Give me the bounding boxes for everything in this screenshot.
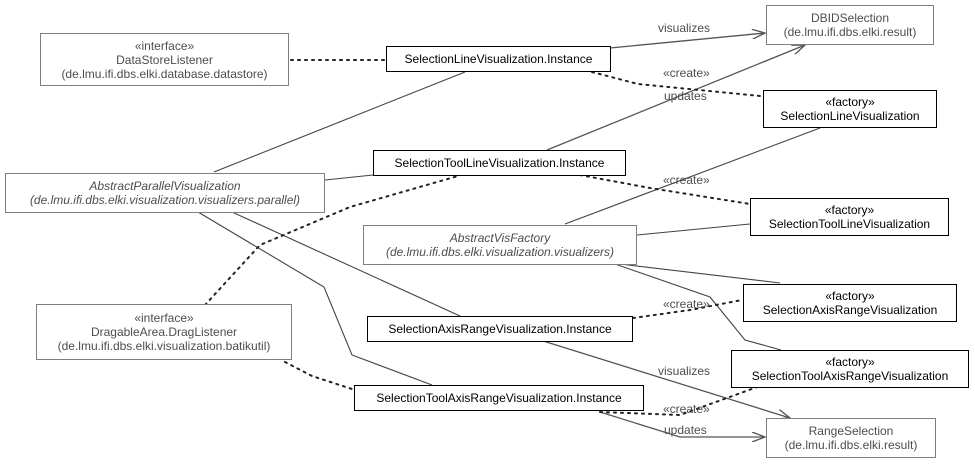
package-name: (de.lmu.ifi.dbs.elki.visualization.visua… <box>385 245 615 259</box>
class-name: SelectionToolAxisRangeVisualization <box>751 369 949 383</box>
class-name: DBIDSelection <box>810 11 890 25</box>
gen-line-stli-to-parallel <box>324 174 374 181</box>
class-name: RangeSelection <box>808 424 894 438</box>
create-toolline <box>579 174 751 205</box>
gen-line-fstar-to-absfactory <box>614 263 782 351</box>
box-abstract-parallel-visualization: AbstractParallelVisualization (de.lmu.if… <box>5 173 325 213</box>
label-updates-top: updates <box>664 89 707 103</box>
stereotype-label: «interface» <box>134 311 194 325</box>
gen-line-stari-to-parallel <box>197 211 433 386</box>
box-dragable-drag-listener: «interface» DragableArea.DragListener (d… <box>36 304 292 360</box>
assoc-updates-range <box>599 411 765 437</box>
package-name: (de.lmu.ifi.dbs.elki.visualization.visua… <box>29 193 301 207</box>
box-selection-line-instance: SelectionLineVisualization.Instance <box>386 46 611 72</box>
assoc-updates-dbid <box>546 45 805 151</box>
gen-line-sari-to-parallel <box>231 211 461 317</box>
package-name: (de.lmu.ifi.dbs.elki.visualization.batik… <box>57 339 271 353</box>
gen-line-fstl-to-absfactory <box>636 223 751 236</box>
package-name: (de.lmu.ifi.dbs.elki.result) <box>783 25 917 39</box>
box-factory-selection-tool-line: «factory» SelectionToolLineVisualization <box>750 198 949 236</box>
stereotype-label: «factory» <box>825 355 875 369</box>
label-create-4: «create» <box>663 402 710 416</box>
class-name: SelectionAxisRangeVisualization.Instance <box>388 322 612 336</box>
box-selection-tool-axis-range-instance: SelectionToolAxisRangeVisualization.Inst… <box>354 385 644 411</box>
class-name: AbstractVisFactory <box>449 231 551 245</box>
label-create-3: «create» <box>663 297 710 311</box>
label-updates-bottom: updates <box>664 423 707 437</box>
stereotype-label: «interface» <box>134 38 195 53</box>
box-abstract-vis-factory: AbstractVisFactory (de.lmu.ifi.dbs.elki.… <box>363 225 637 265</box>
label-visualizes-top: visualizes <box>658 21 711 35</box>
box-range-selection: RangeSelection (de.lmu.ifi.dbs.elki.resu… <box>766 418 936 458</box>
class-name: SelectionLineVisualization <box>780 109 920 123</box>
create-axisrange <box>632 299 743 319</box>
box-factory-selection-line: «factory» SelectionLineVisualization <box>763 90 937 128</box>
label-visualizes-bottom: visualizes <box>658 364 711 378</box>
class-name: SelectionToolLineVisualization <box>768 217 931 231</box>
class-name: DataStoreListener <box>116 52 213 67</box>
assoc-visualizes-dbid <box>609 33 765 49</box>
assoc-visualizes-range <box>539 339 790 418</box>
stereotype-label: «factory» <box>825 289 875 303</box>
package-name: (de.lmu.ifi.dbs.elki.result) <box>784 438 918 452</box>
gen-line-fsl-to-absfactory <box>564 127 821 225</box>
class-name: SelectionToolLineVisualization.Instance <box>394 156 605 170</box>
gen-line-sli-to-parallel <box>213 71 466 173</box>
box-dbid-selection: DBIDSelection (de.lmu.ifi.dbs.elki.resul… <box>766 5 934 45</box>
box-datastore-listener: «interface» DataStoreListener (de.lmu.if… <box>40 33 289 86</box>
stereotype-label: «factory» <box>824 203 875 217</box>
label-create-1: «create» <box>663 66 710 80</box>
box-selection-axis-range-instance: SelectionAxisRangeVisualization.Instance <box>367 316 633 342</box>
box-selection-tool-line-instance: SelectionToolLineVisualization.Instance <box>373 150 626 176</box>
box-factory-selection-axis-range: «factory» SelectionAxisRangeVisualizatio… <box>743 284 957 322</box>
class-name: AbstractParallelVisualization <box>89 179 241 193</box>
class-name: SelectionAxisRangeVisualization <box>762 303 938 317</box>
label-create-2: «create» <box>663 173 710 187</box>
package-name: (de.lmu.ifi.dbs.elki.database.datastore) <box>61 66 268 81</box>
gen-line-fsar-to-absfactory <box>619 263 781 284</box>
class-name: SelectionToolAxisRangeVisualization.Inst… <box>376 391 622 405</box>
create-line <box>591 71 761 97</box>
box-factory-selection-tool-axis-range: «factory» SelectionToolAxisRangeVisualiz… <box>731 350 969 388</box>
stereotype-label: «factory» <box>825 95 875 109</box>
class-name: DragableArea.DragListener <box>90 325 238 339</box>
realize-draglistener-toolaxis <box>284 361 356 391</box>
class-name: SelectionLineVisualization.Instance <box>404 52 593 66</box>
